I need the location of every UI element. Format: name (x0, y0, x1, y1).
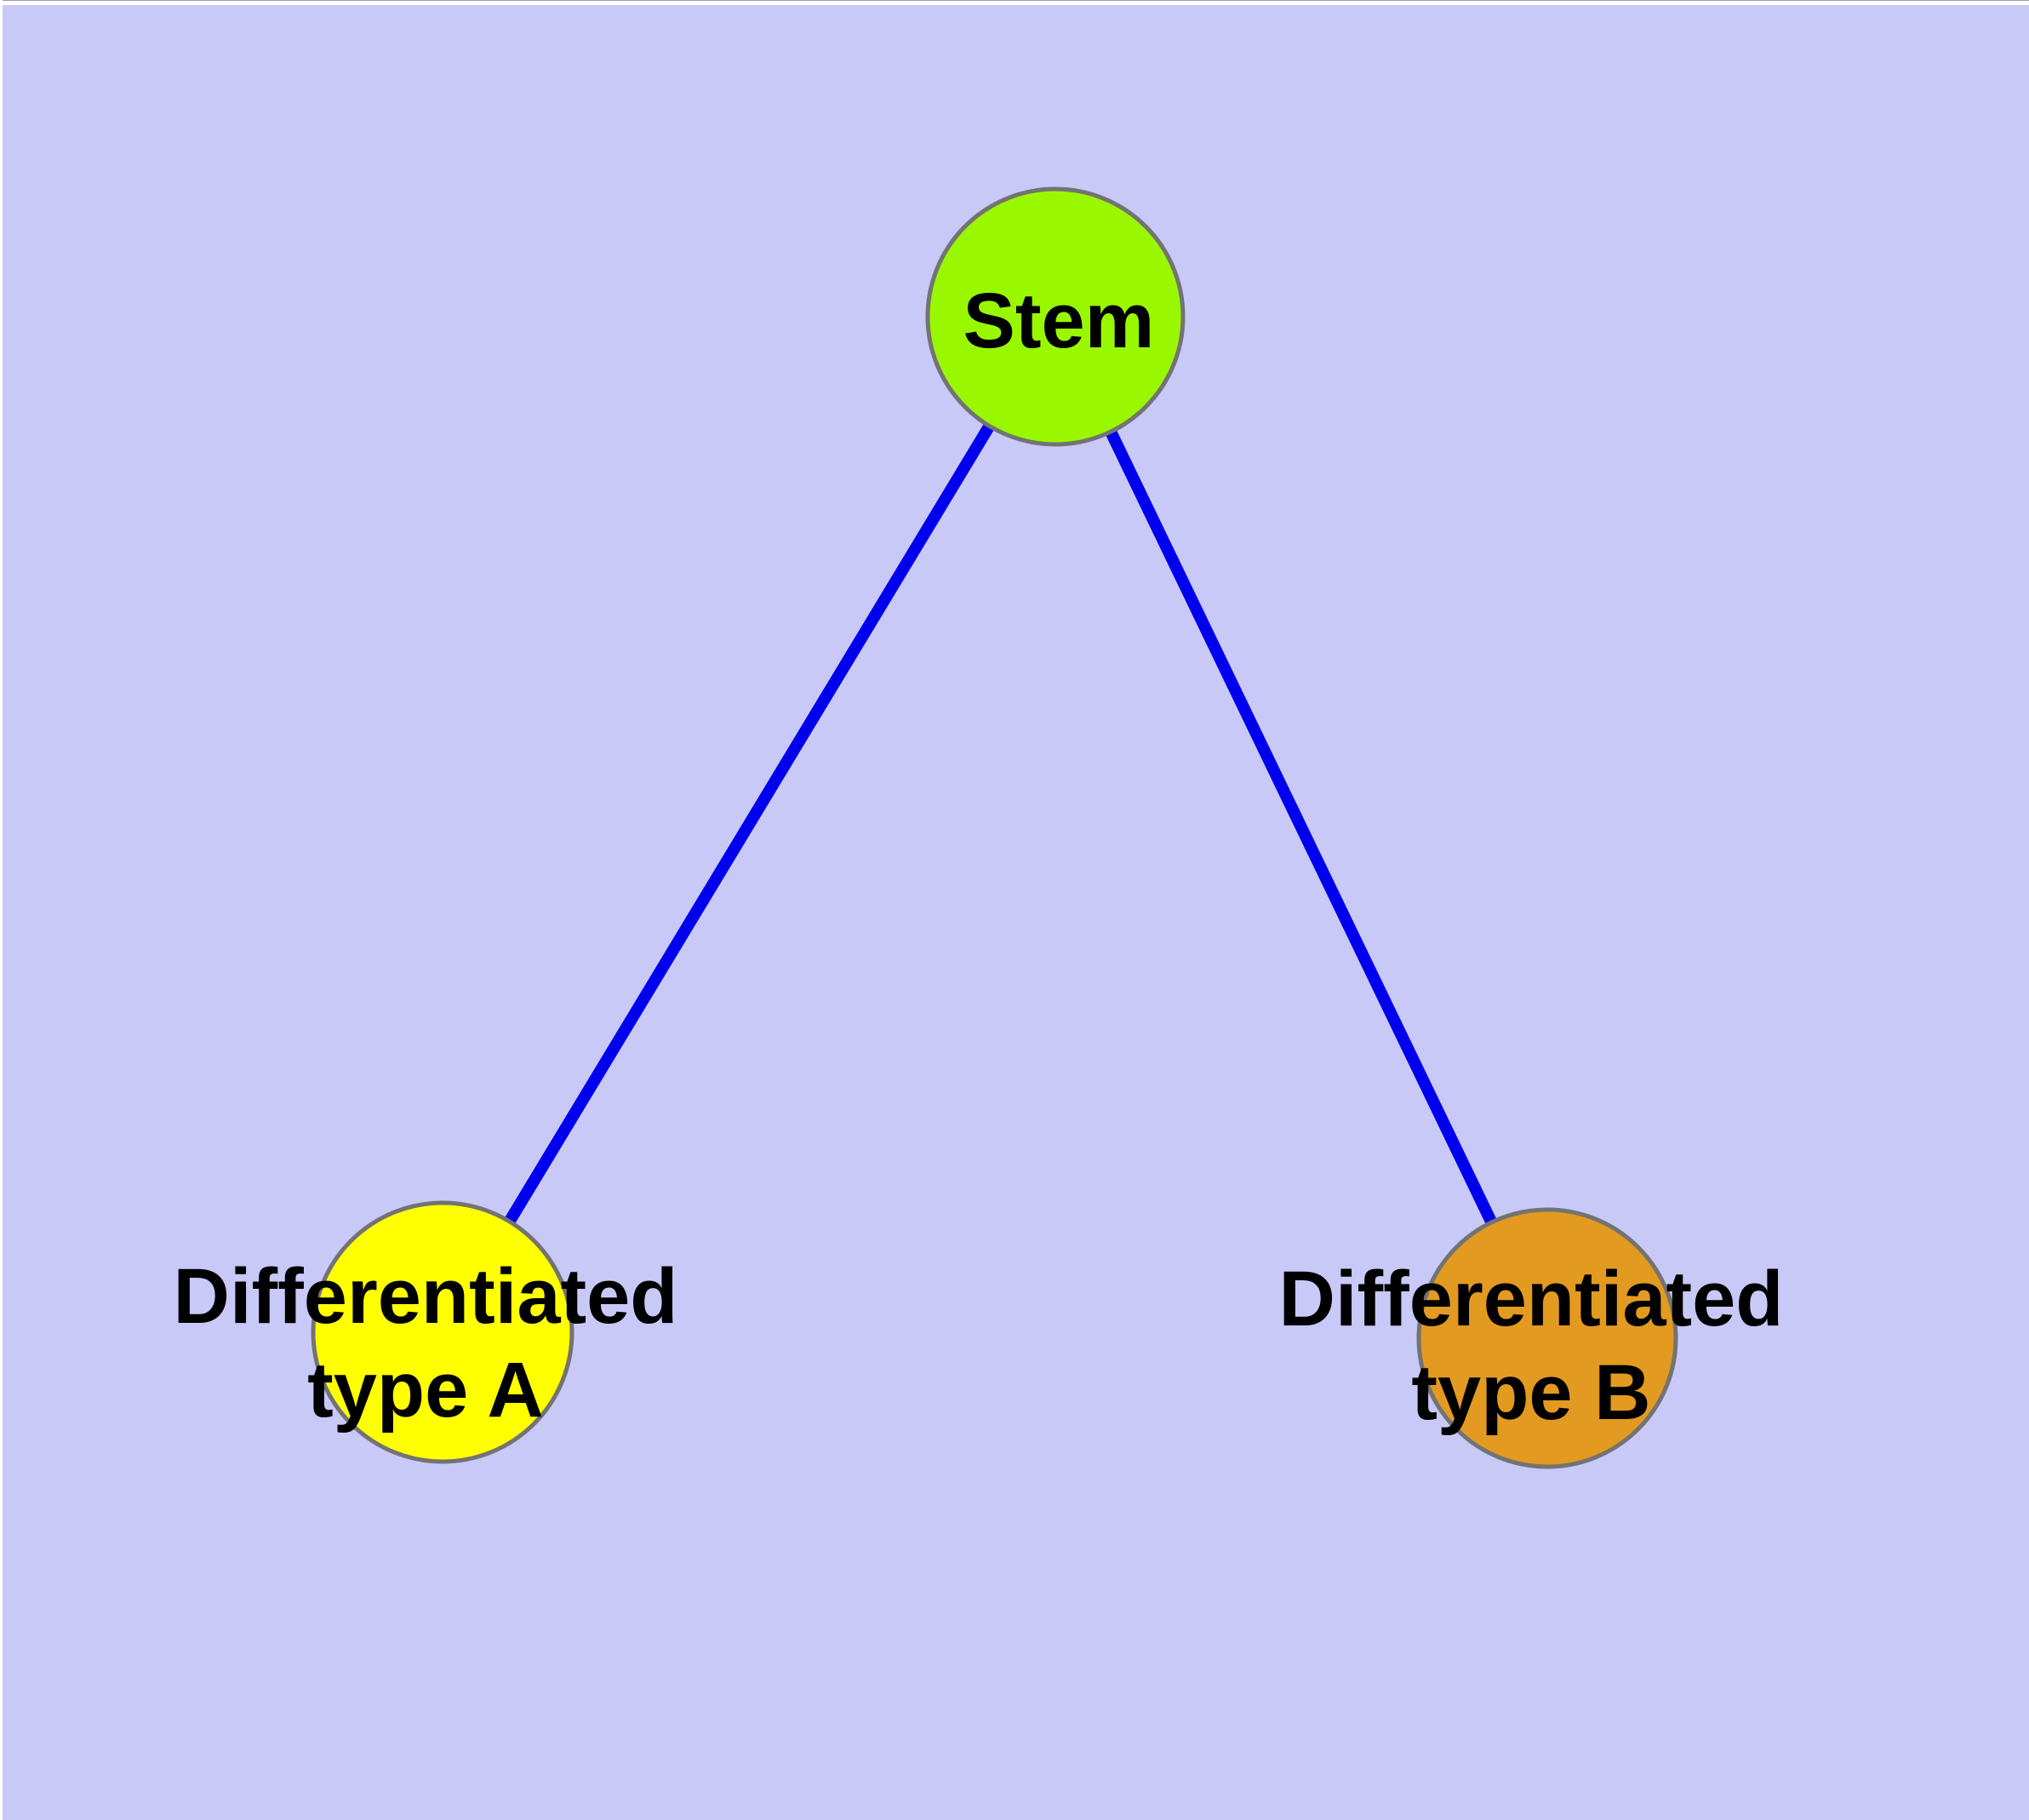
node-type-a-label-line2: type A (307, 1347, 544, 1434)
edge-stem-to-type-a (437, 313, 1060, 1336)
node-type-b-label-line1: Differentiated (1278, 1256, 1784, 1342)
window-top-edge (0, 0, 2029, 5)
node-type-b-label-line2: type B (1411, 1349, 1651, 1436)
node-type-a-label-line1: Differentiated (173, 1253, 678, 1340)
node-type-b-label: Differentiated type B (1279, 1252, 1784, 1439)
node-stem-circle (925, 186, 1186, 447)
edge-stem-to-type-b (1049, 313, 1553, 1342)
node-type-a-circle (311, 1200, 574, 1464)
node-stem-label-text: Stem (963, 278, 1155, 364)
node-type-a-label: Differentiated type A (174, 1250, 678, 1437)
node-type-b-circle (1416, 1207, 1678, 1469)
node-stem-label: Stem (963, 274, 1155, 368)
window-left-edge (0, 0, 3, 1820)
